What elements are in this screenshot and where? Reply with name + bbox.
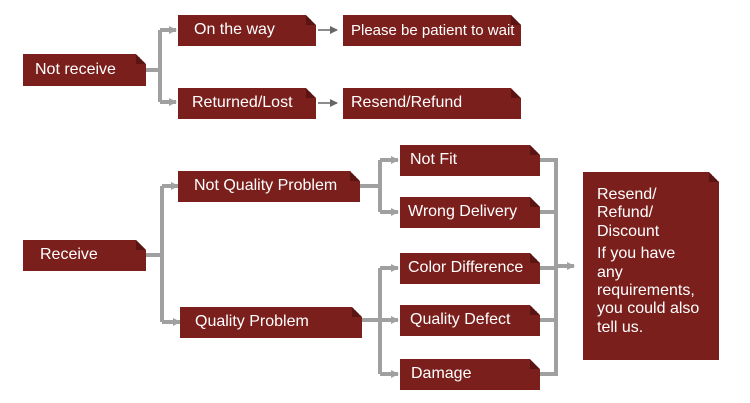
outcome-line-1: Resend/ bbox=[597, 186, 657, 203]
returned-lost-box: Returned/Lost bbox=[178, 88, 316, 119]
not-quality-problem-box: Not Quality Problem bbox=[178, 171, 360, 202]
not-fit-label: Not Fit bbox=[410, 151, 458, 169]
not-receive-label: Not receive bbox=[35, 60, 116, 78]
outcome-note: If you have any requirements, you could … bbox=[597, 245, 700, 336]
resend-refund-box: Resend/Refund bbox=[343, 88, 521, 119]
returned-lost-label: Returned/Lost bbox=[192, 94, 293, 112]
resend-refund-label: Resend/Refund bbox=[351, 94, 463, 112]
outcome-line-3: Discount bbox=[597, 222, 660, 240]
be-patient-label: Please be patient to wait bbox=[351, 21, 515, 39]
wrong-delivery-label: Wrong Delivery bbox=[408, 203, 518, 221]
on-the-way-box: On the way bbox=[178, 15, 316, 46]
on-the-way-label: On the way bbox=[194, 21, 275, 39]
be-patient-box: Please be patient to wait bbox=[343, 15, 521, 46]
quality-defect-box: Quality Defect bbox=[400, 305, 540, 336]
quality-problem-box: Quality Problem bbox=[180, 307, 362, 338]
damage-label: Damage bbox=[411, 365, 472, 383]
color-difference-label: Color Difference bbox=[408, 259, 524, 277]
outcome-line-2: Refund/ bbox=[597, 204, 654, 222]
quality-defect-label: Quality Defect bbox=[410, 311, 511, 329]
receive-box: Receive bbox=[23, 240, 146, 271]
outcome-box: Resend/ Refund/ Discount If you have any… bbox=[583, 172, 719, 360]
not-fit-box: Not Fit bbox=[400, 145, 540, 176]
damage-box: Damage bbox=[400, 359, 540, 390]
color-difference-box: Color Difference bbox=[400, 253, 540, 284]
quality-problem-label: Quality Problem bbox=[195, 313, 309, 331]
receive-label: Receive bbox=[40, 246, 98, 264]
not-receive-box: Not receive bbox=[23, 54, 146, 86]
not-quality-problem-label: Not Quality Problem bbox=[194, 177, 338, 195]
wrong-delivery-box: Wrong Delivery bbox=[400, 197, 540, 228]
